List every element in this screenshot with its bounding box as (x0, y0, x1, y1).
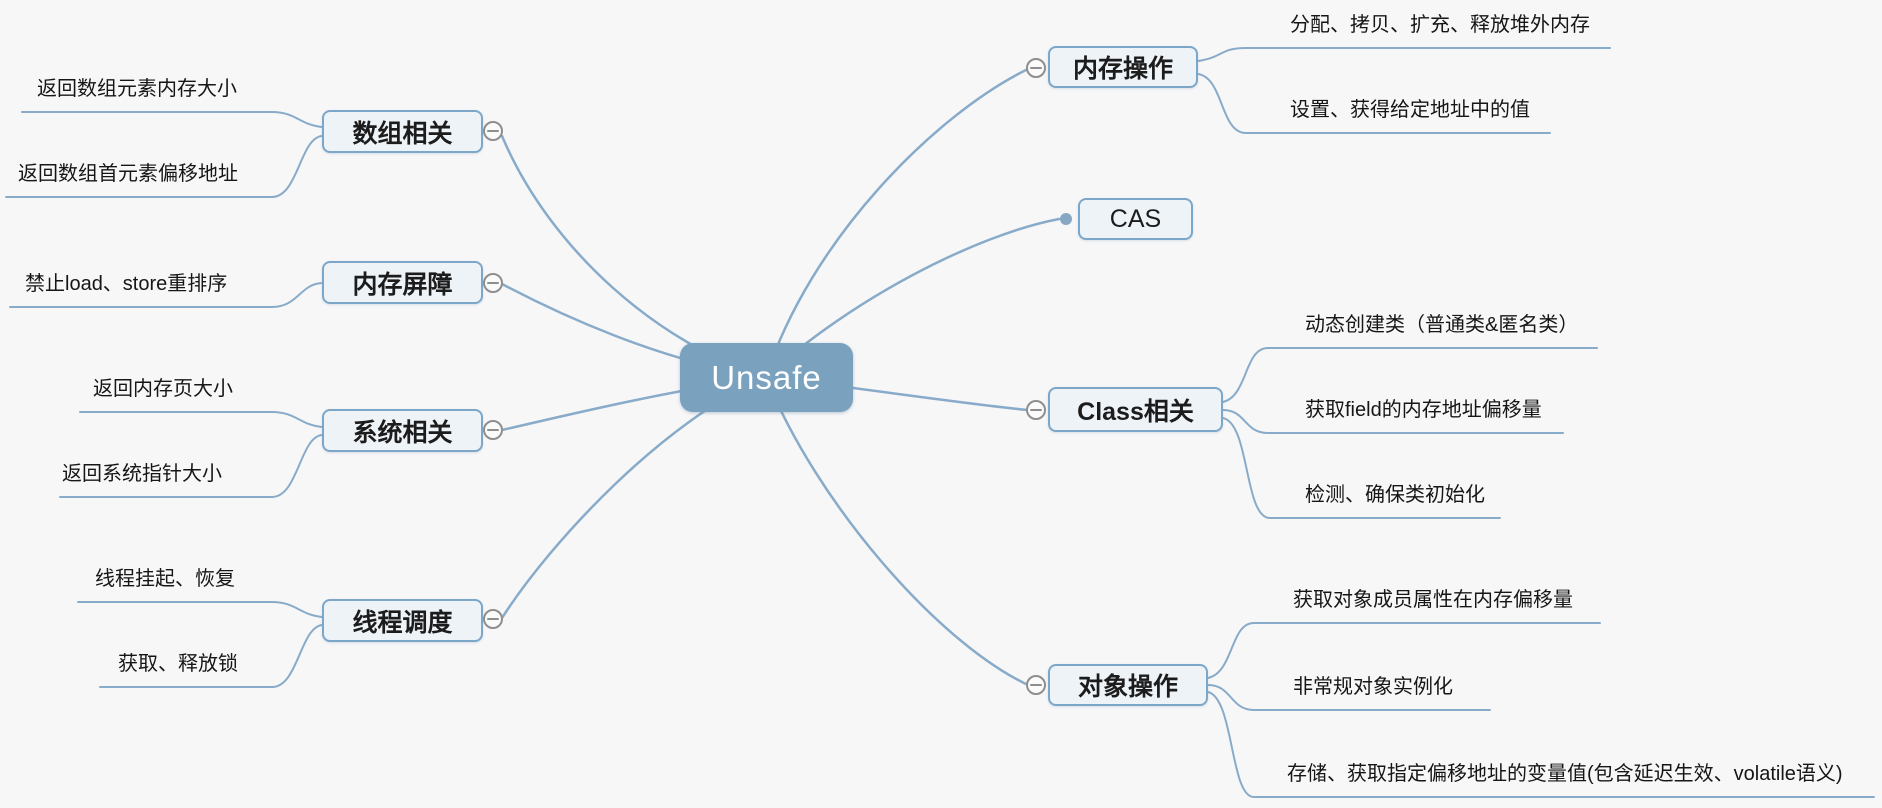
leaf-forbid-reorder[interactable]: 禁止load、store重排序 (25, 273, 228, 295)
topic-class[interactable]: Class相关 (1048, 387, 1223, 432)
wire-array-child-2 (5, 135, 323, 198)
leaf-field-offset[interactable]: 获取field的内存地址偏移量 (1305, 399, 1542, 421)
wire-memops-child-1 (1197, 47, 1611, 62)
leaf-array-base-offset[interactable]: 返回数组首元素偏移地址 (18, 163, 238, 185)
wire-thread-child-2 (99, 624, 323, 688)
leaf-unusual-instantiate[interactable]: 非常规对象实例化 (1293, 676, 1453, 698)
leaf-store-get-volatile[interactable]: 存储、获取指定偏移地址的变量值(包含延迟生效、volatile语义) (1287, 763, 1843, 785)
wire-class-child-1 (1222, 347, 1598, 403)
leaf-lock-release[interactable]: 获取、释放锁 (118, 653, 238, 675)
collapse-icon-thread[interactable] (483, 609, 503, 629)
cas-branch-dot-icon (1060, 213, 1072, 225)
wire-thread-child-1 (77, 601, 323, 618)
leaf-get-set-address[interactable]: 设置、获得给定地址中的值 (1290, 99, 1530, 121)
branch-line-object (764, 375, 1028, 686)
leaf-page-size[interactable]: 返回内存页大小 (93, 378, 233, 400)
topic-cas[interactable]: CAS (1078, 198, 1193, 240)
topic-system[interactable]: 系统相关 (322, 409, 483, 452)
collapse-icon-system[interactable] (483, 420, 503, 440)
wire-array-child-1 (21, 111, 323, 128)
collapse-icon-class[interactable] (1026, 400, 1046, 420)
branch-line-memops (764, 68, 1028, 379)
wire-membarrier-child-1 (9, 282, 323, 308)
leaf-member-offset[interactable]: 获取对象成员属性在内存偏移量 (1293, 589, 1573, 611)
wire-class-child-2 (1222, 409, 1564, 434)
wire-object-child-2 (1207, 684, 1491, 711)
branch-line-array (500, 134, 768, 379)
root-topic-unsafe[interactable]: Unsafe (680, 343, 853, 412)
wire-object-child-3 (1207, 691, 1875, 798)
leaf-array-element-size[interactable]: 返回数组元素内存大小 (37, 78, 237, 100)
topic-membarrier[interactable]: 内存屏障 (322, 261, 483, 304)
wire-class-child-3 (1222, 417, 1501, 519)
wire-memops-child-2 (1197, 73, 1551, 134)
collapse-icon-memops[interactable] (1026, 58, 1046, 78)
leaf-alloc-offheap[interactable]: 分配、拷贝、扩充、释放堆外内存 (1290, 14, 1590, 36)
branch-line-thread (500, 375, 768, 620)
collapse-icon-object[interactable] (1026, 675, 1046, 695)
wire-object-child-1 (1207, 622, 1601, 679)
leaf-pointer-size[interactable]: 返回系统指针大小 (62, 463, 222, 485)
leaf-thread-park[interactable]: 线程挂起、恢复 (95, 568, 235, 590)
collapse-icon-membarrier[interactable] (483, 273, 503, 293)
wire-system-child-2 (59, 434, 323, 498)
topic-object[interactable]: 对象操作 (1048, 664, 1208, 706)
topic-memops[interactable]: 内存操作 (1048, 46, 1198, 88)
wire-system-child-1 (79, 411, 323, 428)
leaf-dynamic-class[interactable]: 动态创建类（普通类&匿名类） (1305, 314, 1579, 336)
collapse-icon-array[interactable] (483, 121, 503, 141)
topic-thread[interactable]: 线程调度 (322, 599, 483, 642)
topic-array[interactable]: 数组相关 (322, 110, 483, 153)
leaf-ensure-class-init[interactable]: 检测、确保类初始化 (1305, 484, 1485, 506)
